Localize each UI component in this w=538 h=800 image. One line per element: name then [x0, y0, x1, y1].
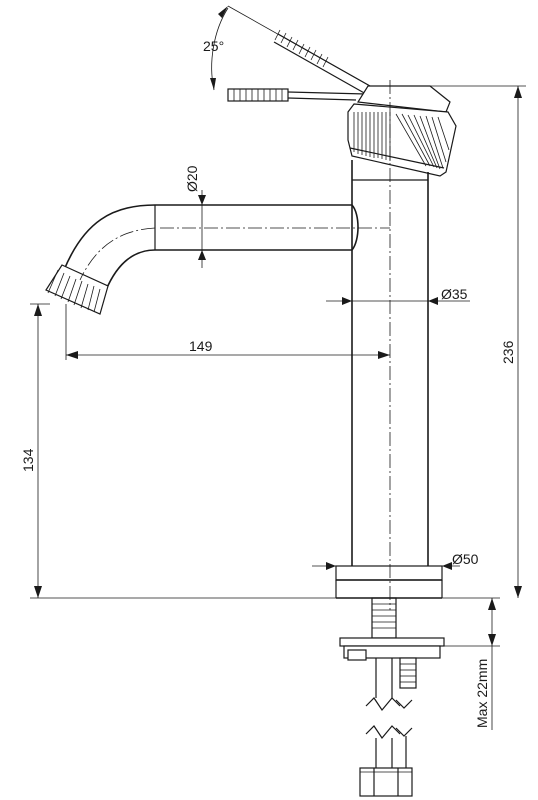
dimension-max-thickness: Max 22mm [30, 598, 500, 730]
mounting-hardware [340, 598, 444, 796]
dimension-outlet-diameter: Ø20 [184, 165, 206, 268]
angle-label: 25° [203, 38, 224, 54]
spout-reach-label: 149 [189, 338, 213, 354]
cartridge-head [348, 86, 456, 176]
aerator-outlet [46, 265, 108, 314]
dimension-angle: 25° [203, 6, 370, 90]
max-thickness-label: Max 22mm [474, 659, 490, 728]
body-diameter-label: Ø35 [441, 286, 468, 302]
dimension-body-diameter: Ø35 [326, 286, 470, 305]
base-diameter-label: Ø50 [452, 551, 479, 567]
faucet-body [336, 160, 442, 598]
spout-height-label: 134 [20, 448, 36, 472]
centerlines [80, 80, 390, 610]
dimension-spout-reach: 149 [66, 304, 390, 360]
dimension-spout-height: 134 [20, 304, 50, 598]
lever-handle-rest [228, 89, 366, 101]
outlet-diameter-label: Ø20 [184, 165, 200, 192]
total-height-label: 236 [500, 340, 516, 364]
